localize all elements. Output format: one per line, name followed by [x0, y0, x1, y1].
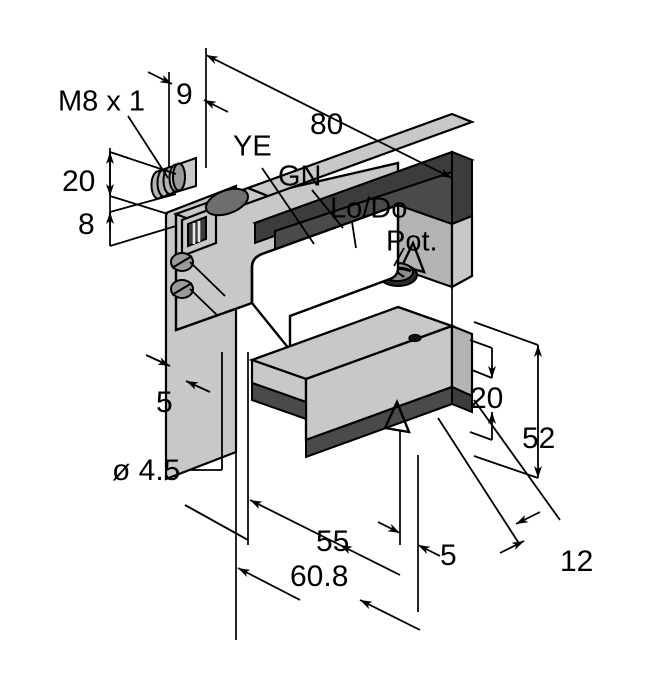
mounting-holes	[170, 252, 194, 299]
label-gn-led: GN	[278, 161, 322, 193]
upper-arm-end-cap	[396, 150, 474, 289]
upper-arm-endcap-side	[450, 214, 474, 289]
dimension-arrow-lines	[106, 54, 561, 631]
lower-arm-shadow-left	[251, 381, 307, 421]
dim-arm-height: 20	[470, 382, 503, 415]
lower-arm	[248, 305, 474, 459]
label-ye-led: YE	[233, 131, 272, 163]
lower-arm-endcap-shadow	[451, 385, 473, 414]
dim-plate-thickness: 5	[156, 386, 173, 419]
dim-overall-depth: 60.8	[290, 560, 348, 593]
upper-arm-endcap-dark	[451, 150, 473, 226]
leader-lines	[127, 115, 405, 471]
dim-head-height: 20	[62, 165, 95, 198]
text-labels: M8 x 1 9 80 YE GN Lo/Do Pot. 20 8 5 ø 4.…	[58, 78, 593, 593]
dim-slot-depth: 55	[316, 525, 349, 558]
dim-hole-diameter: ø 4.5	[112, 454, 180, 487]
dim-connector-height: 8	[78, 208, 95, 241]
sensing-point-dot	[408, 333, 422, 343]
dim-top-offset: 9	[176, 78, 193, 111]
dim-fork-height: 52	[522, 422, 555, 455]
label-m8-thread: M8 x 1	[58, 86, 145, 118]
lower-arm-endcap-side	[450, 324, 474, 398]
dim-overall-length: 80	[310, 108, 343, 141]
head-oval-recess	[204, 187, 250, 217]
label-lo-do: Lo/Do	[330, 193, 407, 225]
connector-socket-recess	[180, 205, 218, 258]
alignment-triangle-lower-icon	[383, 398, 411, 434]
connector-end-face	[172, 162, 186, 192]
dim-body-width: 12	[560, 545, 593, 578]
dim-arm-end-offset: 5	[440, 539, 457, 572]
label-potentiometer: Pot.	[386, 226, 438, 258]
fork-slot	[250, 203, 400, 354]
